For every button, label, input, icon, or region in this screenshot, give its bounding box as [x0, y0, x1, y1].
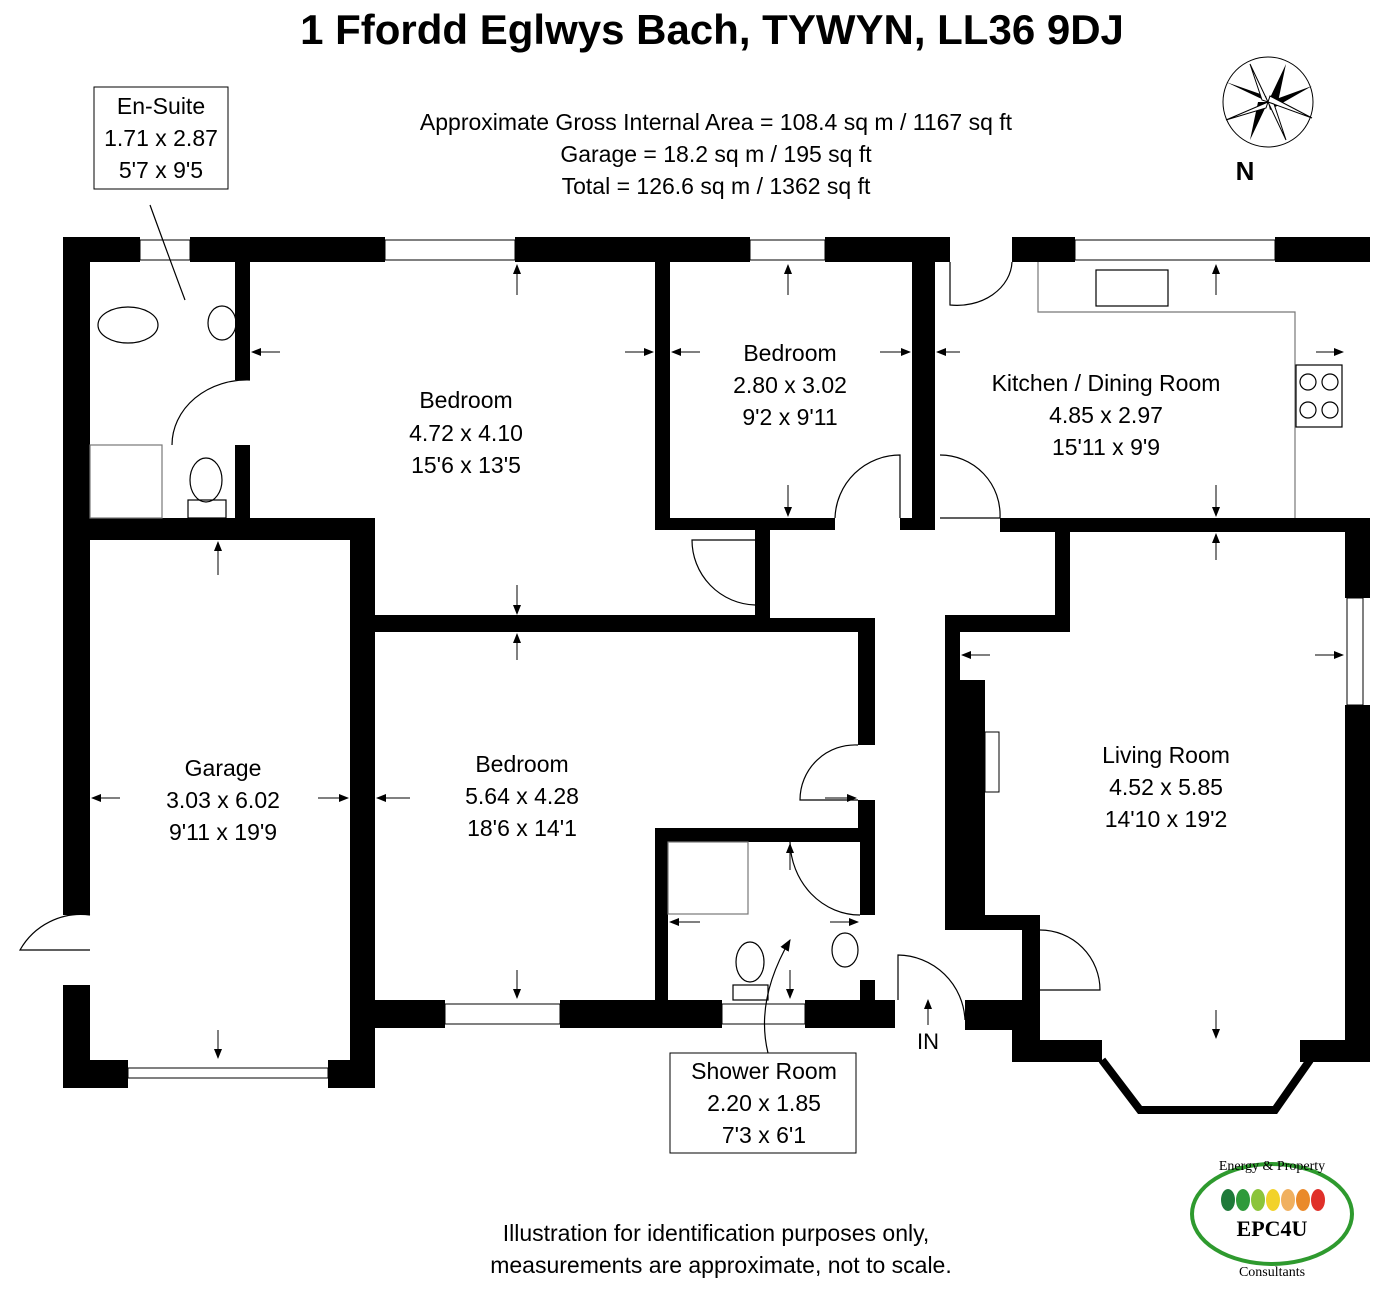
dimension-arrows [91, 264, 1344, 1059]
bedroom3-metric: 5.64 x 4.28 [465, 783, 579, 809]
living-metric: 4.52 x 5.85 [1109, 774, 1223, 800]
total-area-text: Total = 126.6 sq m / 1362 sq ft [562, 173, 871, 199]
disclaimer-line2: measurements are approximate, not to sca… [490, 1252, 952, 1278]
fixtures [89, 262, 1343, 1001]
disclaimer-line1: Illustration for identification purposes… [503, 1220, 930, 1246]
ensuite-imperial: 5'7 x 9'5 [119, 157, 203, 183]
garage-area-text: Garage = 18.2 sq m / 195 sq ft [560, 141, 872, 167]
compass-icon [1222, 56, 1314, 148]
bedroom1-name: Bedroom [419, 387, 512, 413]
ensuite-metric: 1.71 x 2.87 [104, 125, 218, 151]
garage-metric: 3.03 x 6.02 [166, 787, 280, 813]
garage-name: Garage [185, 755, 262, 781]
bedroom3-imperial: 18'6 x 14'1 [467, 815, 577, 841]
bedroom1-metric: 4.72 x 4.10 [409, 420, 523, 446]
logo-bottom-text: Consultants [1239, 1265, 1305, 1280]
bedroom2-name: Bedroom [743, 340, 836, 366]
bedroom3-name: Bedroom [475, 751, 568, 777]
kitchen-imperial: 15'11 x 9'9 [1052, 434, 1160, 460]
shower-name: Shower Room [691, 1058, 837, 1084]
windows [127, 239, 1364, 1114]
kitchen-metric: 4.85 x 2.97 [1049, 402, 1163, 428]
doors [18, 204, 1101, 1021]
page-title: 1 Ffordd Eglwys Bach, TYWYN, LL36 9DJ [300, 6, 1124, 53]
bedroom2-imperial: 9'2 x 9'11 [742, 404, 837, 430]
living-imperial: 14'10 x 19'2 [1105, 806, 1228, 832]
epc4u-logo: Energy & Property EPC4U Consultants [1190, 1159, 1354, 1280]
shower-metric: 2.20 x 1.85 [707, 1090, 821, 1116]
gross-area-text: Approximate Gross Internal Area = 108.4 … [420, 109, 1013, 135]
ensuite-name: En-Suite [117, 93, 205, 119]
kitchen-name: Kitchen / Dining Room [992, 370, 1221, 396]
bedroom2-metric: 2.80 x 3.02 [733, 372, 847, 398]
compass-north-label: N [1236, 156, 1255, 186]
logo-brand-text: EPC4U [1237, 1216, 1308, 1241]
garage-imperial: 9'11 x 19'9 [169, 819, 277, 845]
ensuite-label-box [93, 86, 229, 190]
shower-imperial: 7'3 x 6'1 [722, 1122, 806, 1148]
bedroom1-imperial: 15'6 x 13'5 [411, 452, 521, 478]
walls [63, 237, 1370, 1088]
entrance-label: IN [917, 1029, 939, 1054]
logo-top-text: Energy & Property [1219, 1159, 1325, 1174]
shower-label-box [669, 1052, 857, 1154]
living-name: Living Room [1102, 742, 1230, 768]
